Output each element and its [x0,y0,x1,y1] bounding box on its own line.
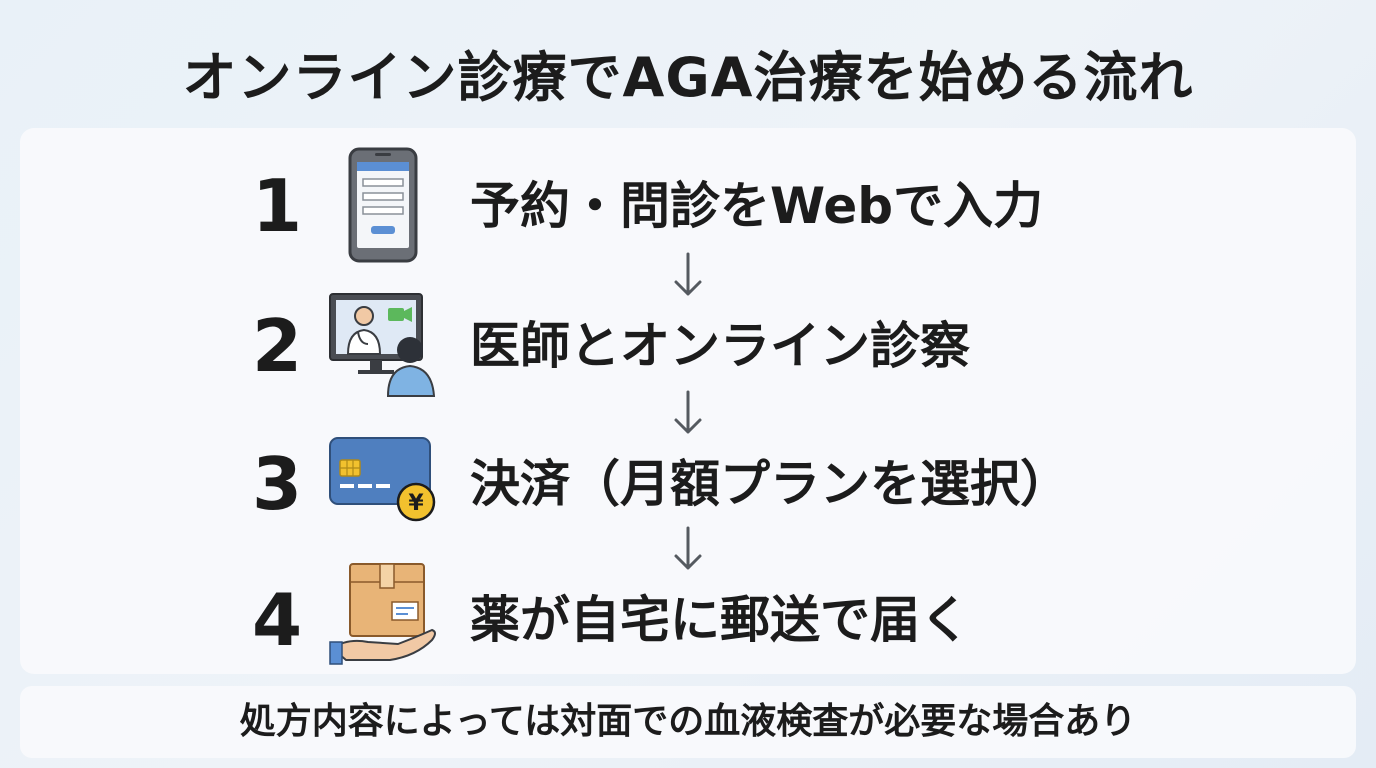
step-number: 2 [252,304,303,388]
step-3: 3 ¥ 決済（月額プランを選択） [0,424,1376,544]
step-2: 2 医師とオンライン診察 [0,286,1376,406]
arrow-down-icon [674,390,702,434]
step-number: 3 [252,442,303,526]
step-number: 1 [252,164,303,248]
step-number: 4 [252,578,303,662]
step-4: 4 薬が自宅に郵送で届く [0,560,1376,680]
arrow-down-icon [674,252,702,296]
smartphone-form-icon [328,146,440,266]
package-hand-icon [328,560,440,680]
credit-card-yen-icon: ¥ [328,424,440,544]
step-1: 1 予約・問診をWebで入力 [0,146,1376,266]
step-label: 薬が自宅に郵送で届く [470,591,970,649]
arrow-down-icon [674,526,702,570]
step-label: 決済（月額プランを選択） [470,455,1070,513]
step-label: 予約・問診をWebで入力 [470,177,1044,235]
step-label: 医師とオンライン診察 [470,317,970,375]
footnote: 処方内容によっては対面での血液検査が必要な場合あり [20,686,1356,758]
page-title: オンライン診療でAGA治療を始める流れ [182,46,1194,109]
svg-text:¥: ¥ [408,491,424,516]
video-consultation-icon [328,286,440,406]
